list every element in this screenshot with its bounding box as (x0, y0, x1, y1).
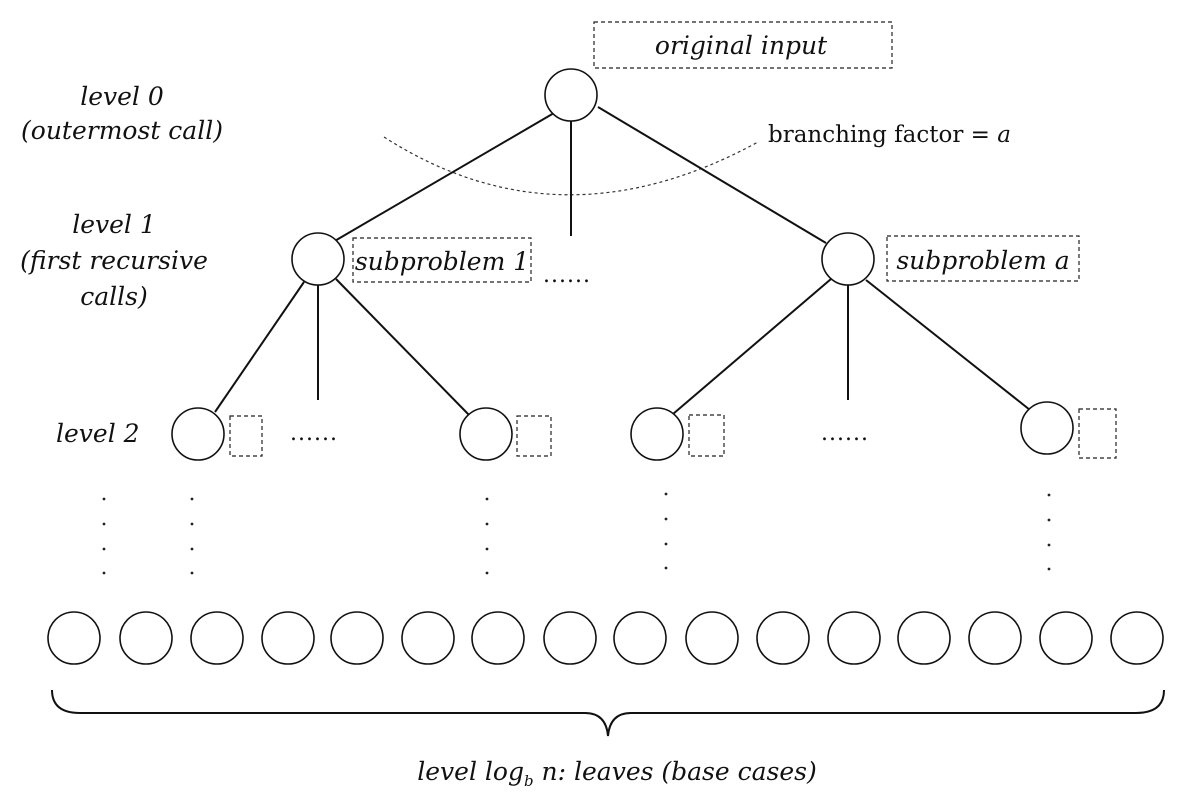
edge-root-left (332, 112, 555, 243)
level2-subproblem-box (229, 415, 263, 457)
level1-label: level 1 (72, 210, 156, 239)
level0-caption: (outermost call) (21, 116, 223, 145)
root-node (544, 68, 598, 122)
branching-factor-variable: a (997, 122, 1011, 148)
original-input-label: original input (654, 31, 828, 60)
leaf-node (1110, 611, 1164, 665)
leaf-node (47, 611, 101, 665)
branching-arc (383, 136, 759, 196)
level2-subproblem-box (1078, 408, 1117, 459)
leaf-node (401, 611, 455, 665)
level0-label: level 0 (80, 82, 164, 111)
edge-right-left (672, 278, 832, 415)
edge-right-right (865, 279, 1031, 411)
leaf-node (543, 611, 597, 665)
leaf-node (897, 611, 951, 665)
level1-node-last (821, 232, 875, 286)
level2-subproblem-box (688, 414, 725, 457)
leaves-level-label: level logb n: leaves (base cases) (417, 759, 816, 789)
branching-factor-label: branching factor = a (768, 124, 1011, 147)
vertical-dots-col1 (190, 497, 194, 575)
subproblem-1-box (352, 237, 532, 283)
leaf-node (613, 611, 667, 665)
subproblem-1-label: subproblem 1 (354, 247, 530, 276)
leaf-node (190, 611, 244, 665)
leaves-label-suffix: n: leaves (base cases) (533, 757, 817, 786)
vertical-dots-col4 (1047, 493, 1051, 571)
leaves-row (47, 611, 1164, 665)
level2-node (1020, 401, 1074, 455)
ellipsis-level2-right: ...... (821, 421, 869, 446)
leaf-node (471, 611, 525, 665)
vertical-dots-col2 (485, 497, 489, 575)
edge-left-left (214, 281, 305, 413)
edge-root-right (597, 106, 827, 244)
level1-node-first (291, 232, 345, 286)
leaf-node (261, 611, 315, 665)
level2-label: level 2 (56, 419, 140, 448)
ellipsis-level2-left: ...... (290, 421, 338, 446)
subproblem-a-box (886, 235, 1080, 282)
vertical-dots-level-label (102, 497, 106, 575)
edge-left-right (335, 278, 471, 417)
original-input-box (593, 21, 893, 69)
leaves-brace (51, 689, 1165, 737)
leaf-node (685, 611, 739, 665)
vertical-dots-col3 (664, 492, 668, 570)
ellipsis-level1: ...... (543, 263, 591, 288)
level2-subproblem-box (516, 415, 552, 457)
leaf-node (756, 611, 810, 665)
level2-node (630, 407, 684, 461)
level1-caption-line2: calls) (80, 282, 148, 311)
leaf-node (1039, 611, 1093, 665)
leaf-node (827, 611, 881, 665)
leaf-node (968, 611, 1022, 665)
leaves-label-subscript: b (523, 772, 534, 790)
level2-node (459, 407, 513, 461)
branching-factor-text: branching factor = (768, 122, 998, 148)
leaves-label-prefix: level log (417, 757, 524, 786)
level2-node (171, 407, 225, 461)
level1-caption-line1: (first recursive (20, 246, 208, 275)
leaf-node (330, 611, 384, 665)
subproblem-a-label: subproblem a (896, 246, 1070, 275)
leaf-node (119, 611, 173, 665)
